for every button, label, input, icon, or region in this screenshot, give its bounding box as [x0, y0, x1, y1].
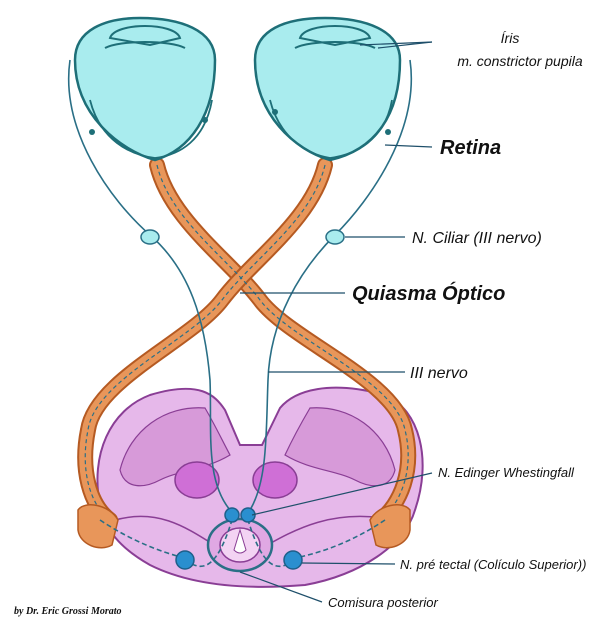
label-constrictor-pupila: m. constrictor pupila [457, 53, 582, 69]
leader-comisura [239, 571, 323, 603]
pretectal-to-ew-left [184, 519, 233, 567]
retina-left [89, 99, 213, 159]
efferent-pathway [67, 59, 413, 567]
leader-iris [359, 41, 433, 46]
retina-dot-left-a [89, 129, 95, 135]
ciliary-ganglion-left [140, 229, 160, 245]
optic-pathway [77, 157, 417, 549]
lateral-geniculate-right [369, 504, 411, 549]
retina-right [269, 99, 393, 159]
lens-right [294, 41, 376, 49]
cerebral-peduncle-right [284, 407, 396, 487]
pretectal-nucleus-right [283, 550, 303, 570]
eye-right [253, 16, 402, 162]
edinger-westphal-nucleus-left [224, 507, 240, 523]
label-retina: Retina [440, 137, 501, 159]
author-credit: by Dr. Eric Grossi Morato [14, 606, 122, 617]
eyeball-left [73, 16, 217, 162]
optic-fibers-right [84, 164, 326, 521]
nuclei [175, 507, 303, 570]
pretectal-to-ew-right [247, 519, 296, 567]
iris-left [108, 25, 182, 47]
leader-edinger [251, 472, 433, 516]
pretectal-nucleus-left [175, 550, 195, 570]
ciliary-nerve-left [67, 59, 231, 511]
leader-lines [239, 41, 433, 603]
edinger-westphal-nucleus-right [240, 507, 256, 523]
retina-dot-left-b [202, 117, 208, 123]
label-posterior-commissure: Comisura posterior [328, 595, 438, 610]
label-pretectal-nucleus: N. pré tectal (Colículo Superior)) [400, 557, 586, 572]
label-iris: Íris [501, 30, 520, 46]
red-nucleus-right [252, 461, 298, 499]
label-optic-chiasm: Quiasma Óptico [352, 281, 505, 305]
retina-dot-right-b [385, 129, 391, 135]
optic-fibers-left [156, 164, 409, 521]
leader-constrictor [377, 41, 433, 49]
label-iii-nerve: III nervo [410, 365, 468, 382]
retina-dot-right-a [272, 109, 278, 115]
iris-right [298, 25, 372, 47]
eye-left [73, 16, 217, 162]
lateral-geniculate-left [77, 504, 119, 549]
leader-retina [384, 144, 433, 148]
ciliary-ganglion-right [325, 229, 345, 245]
tract-to-pretectal-left [99, 519, 186, 559]
lens-left [104, 41, 186, 49]
label-ciliary-nerve: N. Ciliar (III nervo) [412, 230, 542, 247]
aqueduct-lumen [233, 528, 247, 554]
red-nucleus-left [174, 461, 220, 499]
tract-to-pretectal-right [294, 519, 386, 559]
ciliary-nerve-right [249, 59, 413, 511]
leader-pretectal [301, 562, 396, 565]
label-edinger-westphal: N. Edinger Whestingfall [438, 465, 575, 480]
